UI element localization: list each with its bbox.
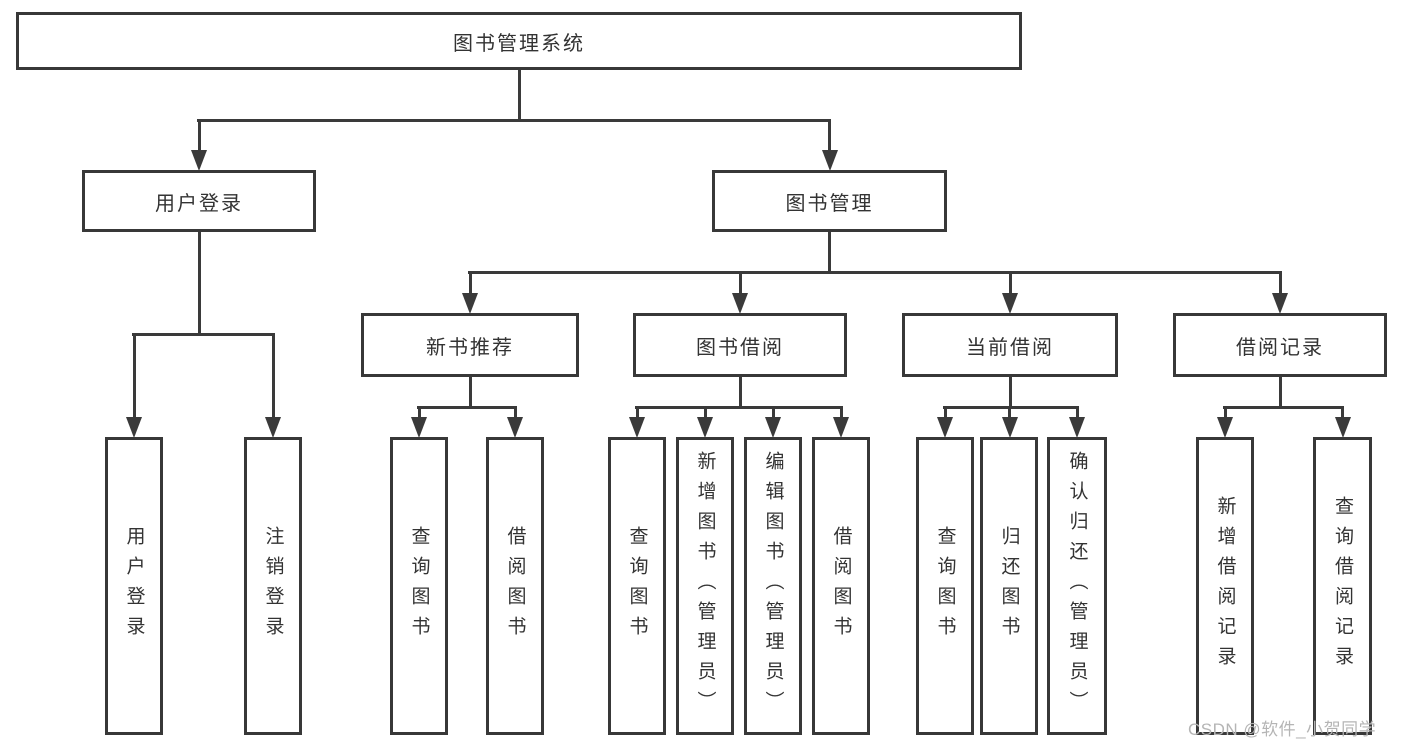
arrowhead-new-books [462,293,478,314]
leaf-logout-label: 注销登录 [262,526,284,646]
leaf-current-return: 归还图书 [980,437,1038,735]
connector-branch-level3 [468,271,1281,274]
node-root: 图书管理系统 [16,12,1022,70]
connector-stem-current [1008,375,1012,408]
connector-drop-bw-borrow [839,406,843,421]
connector-drop-cur-confirm [1075,406,1079,421]
leaf-borrowing-query: 查询图书 [608,437,666,735]
connector-stem-records [1278,375,1282,408]
connector-stem-new-books [468,375,472,408]
node-book-mgmt-label: 图书管理 [785,192,874,215]
connector-branch-level2 [197,119,831,122]
arrowhead-book-mgmt [821,150,838,171]
leaf-logout: 注销登录 [244,437,302,735]
arrowhead-cur-query [937,417,953,438]
leaf-current-query-label: 查询图书 [934,526,956,646]
connector-drop-records [1278,271,1282,297]
arrowhead-rec-add [1217,417,1233,438]
connector-branch-records [1223,406,1344,409]
arrowhead-nb-query [411,417,427,438]
csdn-watermark: CSDN @软件_小贺同学 [1188,720,1377,739]
arrowhead-nb-borrow [507,417,523,438]
connector-drop-nb-query [417,406,421,421]
connector-stem-root [518,68,521,122]
connector-stem-book-mgmt [828,230,831,273]
leaf-user-login: 用户登录 [105,437,163,735]
arrowhead-user-login [191,150,207,171]
leaf-current-return-label: 归还图书 [998,526,1020,646]
node-book-borrowing-label: 图书借阅 [696,336,784,359]
node-borrow-records-label: 借阅记录 [1236,336,1324,359]
node-user-login: 用户登录 [82,170,316,232]
arrowhead-cur-confirm [1069,417,1085,438]
arrowhead-login [126,417,142,438]
leaf-borrowing-edit-label: 编辑图书（管理员） [762,451,784,721]
leaf-current-confirm-label: 确认归还（管理员） [1066,451,1088,721]
leaf-records-add-label: 新增借阅记录 [1214,496,1236,676]
connector-drop-cur-query [943,406,947,421]
node-borrow-records: 借阅记录 [1173,313,1387,377]
connector-drop-current [1008,271,1012,297]
arrowhead-bw-borrow [833,417,849,438]
node-root-label: 图书管理系统 [453,32,585,55]
connector-drop-login [132,333,136,421]
leaf-current-confirm: 确认归还（管理员） [1047,437,1107,735]
connector-stem-borrowing [738,375,742,408]
connector-drop-cur-return [1008,406,1011,421]
arrowhead-logout [265,417,281,438]
leaf-newbooks-borrow-label: 借阅图书 [504,526,526,646]
node-book-borrowing: 图书借阅 [633,313,847,377]
leaf-newbooks-query-label: 查询图书 [408,526,430,646]
arrowhead-bw-query [629,417,645,438]
leaf-user-login-label: 用户登录 [123,526,145,646]
node-user-login-label: 用户登录 [155,192,243,215]
connector-branch-new-books [417,406,517,409]
leaf-borrowing-query-label: 查询图书 [626,526,648,646]
connector-drop-book-mgmt [828,119,831,155]
leaf-records-query: 查询借阅记录 [1313,437,1372,735]
leaf-borrowing-edit: 编辑图书（管理员） [744,437,802,735]
connector-drop-logout [271,333,275,421]
connector-branch-current [943,406,1079,409]
connector-drop-new-books [468,271,472,297]
leaf-borrowing-borrow: 借阅图书 [812,437,870,735]
leaf-newbooks-query: 查询图书 [390,437,448,735]
connector-stem-user-login [197,230,201,336]
node-book-mgmt: 图书管理 [712,170,947,232]
connector-drop-nb-borrow [513,406,517,421]
arrowhead-borrowing [732,293,748,314]
leaf-records-add: 新增借阅记录 [1196,437,1254,735]
connector-branch-borrowing [635,406,843,409]
arrowhead-bw-edit [765,417,781,438]
arrowhead-bw-add [697,417,713,438]
connector-drop-bw-query [635,406,639,421]
leaf-borrowing-add-label: 新增图书（管理员） [694,451,716,721]
arrowhead-cur-return [1001,417,1018,438]
connector-drop-borrowing [738,271,742,297]
node-new-books-label: 新书推荐 [426,336,514,359]
connector-drop-rec-query [1341,406,1344,421]
connector-drop-rec-add [1223,406,1227,421]
leaf-newbooks-borrow: 借阅图书 [486,437,544,735]
connector-drop-bw-add [703,406,707,421]
leaf-borrowing-add: 新增图书（管理员） [676,437,734,735]
arrowhead-rec-query [1334,417,1351,438]
connector-drop-bw-edit [771,406,775,421]
connector-drop-user-login [197,119,201,155]
arrowhead-current [1002,293,1018,314]
node-current-borrowing-label: 当前借阅 [966,336,1054,359]
leaf-records-query-label: 查询借阅记录 [1332,496,1353,676]
leaf-borrowing-borrow-label: 借阅图书 [830,526,852,646]
leaf-current-query: 查询图书 [916,437,974,735]
connector-branch-user-login [132,333,275,336]
node-new-books: 新书推荐 [361,313,579,377]
node-current-borrowing: 当前借阅 [902,313,1118,377]
arrowhead-records [1272,293,1288,314]
